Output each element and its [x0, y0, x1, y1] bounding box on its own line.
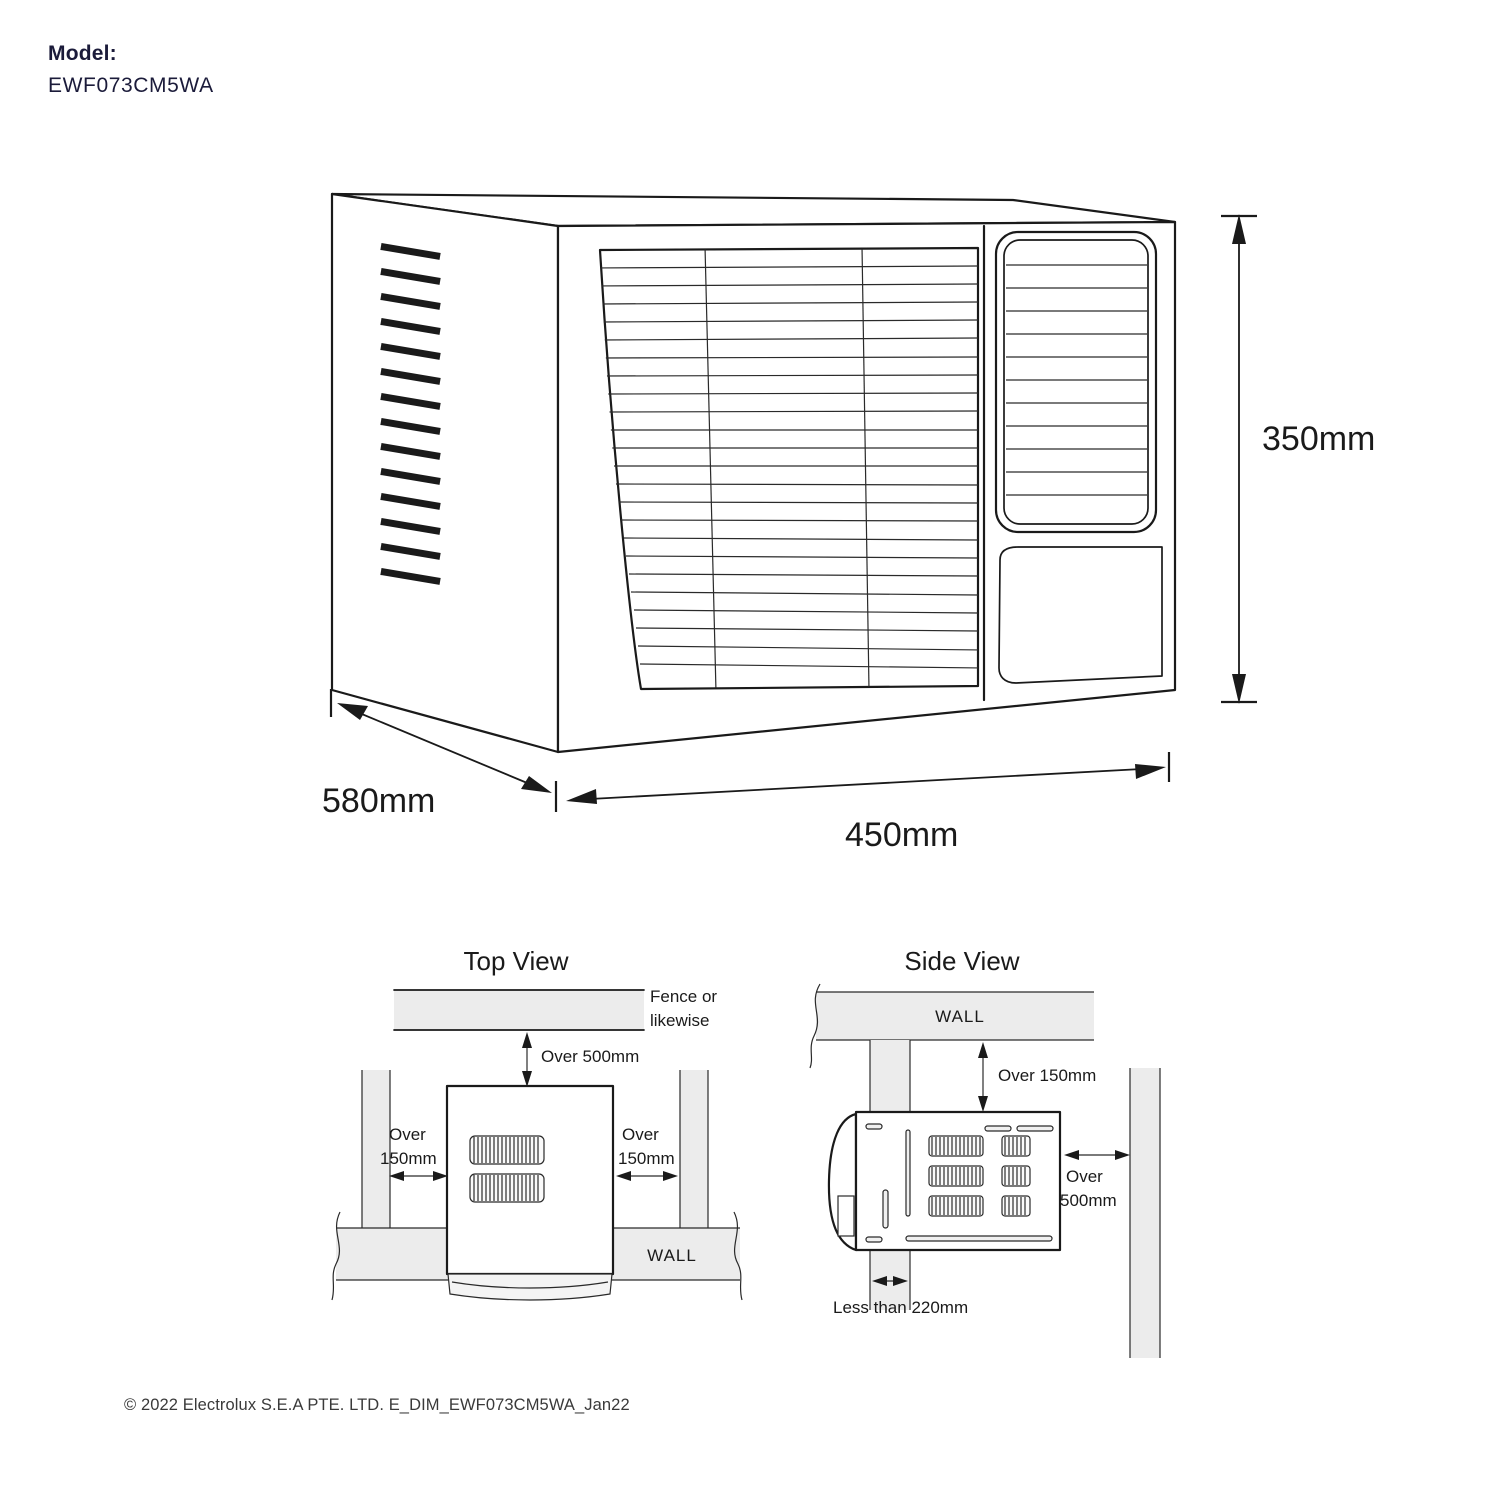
side-view-front-clearance-line2: 500mm	[1060, 1191, 1117, 1210]
dimension-depth: 580mm	[322, 689, 558, 820]
side-view-protrusion: Less than 220mm	[833, 1276, 968, 1317]
side-view-top-clearance-label: Over 150mm	[998, 1066, 1096, 1085]
top-view-right-wall	[680, 1070, 708, 1230]
side-view-unit-slots	[865, 1123, 1054, 1243]
fence-label-line1: Fence or	[650, 987, 717, 1006]
footer-copyright: © 2022 Electrolux S.E.A PTE. LTD. E_DIM_…	[124, 1396, 630, 1414]
dimension-width-label: 450mm	[845, 816, 958, 854]
side-view-protrusion-label: Less than 220mm	[833, 1298, 968, 1317]
model-label: Model:	[48, 42, 117, 65]
main-unit-drawing: 350mm 580mm 450mm	[322, 192, 1375, 854]
dimension-width: 450mm	[566, 752, 1171, 854]
dimension-height-label: 350mm	[1262, 420, 1375, 458]
side-view-wall-beam: WALL	[809, 983, 1094, 1069]
dimension-depth-label: 580mm	[322, 782, 435, 820]
top-view-left-clearance: Over 150mm	[380, 1125, 448, 1181]
side-view-front-clearance: Over 500mm	[1060, 1150, 1130, 1210]
top-view-left-clearance-line2: 150mm	[380, 1149, 437, 1168]
right-vent-panel	[994, 230, 1158, 534]
side-view-title: Side View	[904, 946, 1019, 976]
fence-bar	[394, 990, 644, 1030]
top-view-rear-clearance-label: Over 500mm	[541, 1047, 639, 1066]
top-view-grille-bands	[469, 1135, 545, 1203]
top-view-wall-label: WALL	[647, 1246, 697, 1265]
fence-label-line2: likewise	[650, 1011, 710, 1030]
side-view-support-column-upper	[869, 1040, 911, 1112]
side-vent-louvers	[380, 243, 441, 585]
dimension-height: 350mm	[1221, 214, 1375, 704]
side-view-grille-panels	[928, 1135, 1031, 1217]
model-code: EWF073CM5WA	[48, 74, 214, 98]
side-view-group: Side View WALL	[809, 946, 1161, 1358]
top-view-wall-band: WALL	[331, 1211, 743, 1301]
side-view-top-clearance: Over 150mm	[978, 1042, 1096, 1112]
model-header: Model: EWF073CM5WA	[48, 40, 214, 101]
top-view-group: Top View Fence or likewise Over 500mm	[331, 946, 743, 1301]
side-view-support-column-lower	[869, 1248, 911, 1310]
top-view-right-clearance-line2: 150mm	[618, 1149, 675, 1168]
top-view-left-clearance-line1: Over	[389, 1125, 426, 1144]
front-grille-louvers	[600, 248, 978, 688]
top-view-left-wall	[362, 1070, 390, 1230]
side-view-right-wall	[1129, 1068, 1161, 1358]
top-view-rear-clearance: Over 500mm	[522, 1032, 639, 1087]
side-view-wall-label: WALL	[935, 1007, 985, 1026]
top-view-right-clearance-line1: Over	[622, 1125, 659, 1144]
control-panel-area	[998, 546, 1163, 684]
top-view-title: Top View	[463, 946, 568, 976]
side-view-front-clearance-line1: Over	[1066, 1167, 1103, 1186]
top-view-right-clearance: Over 150mm	[616, 1125, 678, 1181]
top-view-unit-lip	[447, 1273, 613, 1301]
